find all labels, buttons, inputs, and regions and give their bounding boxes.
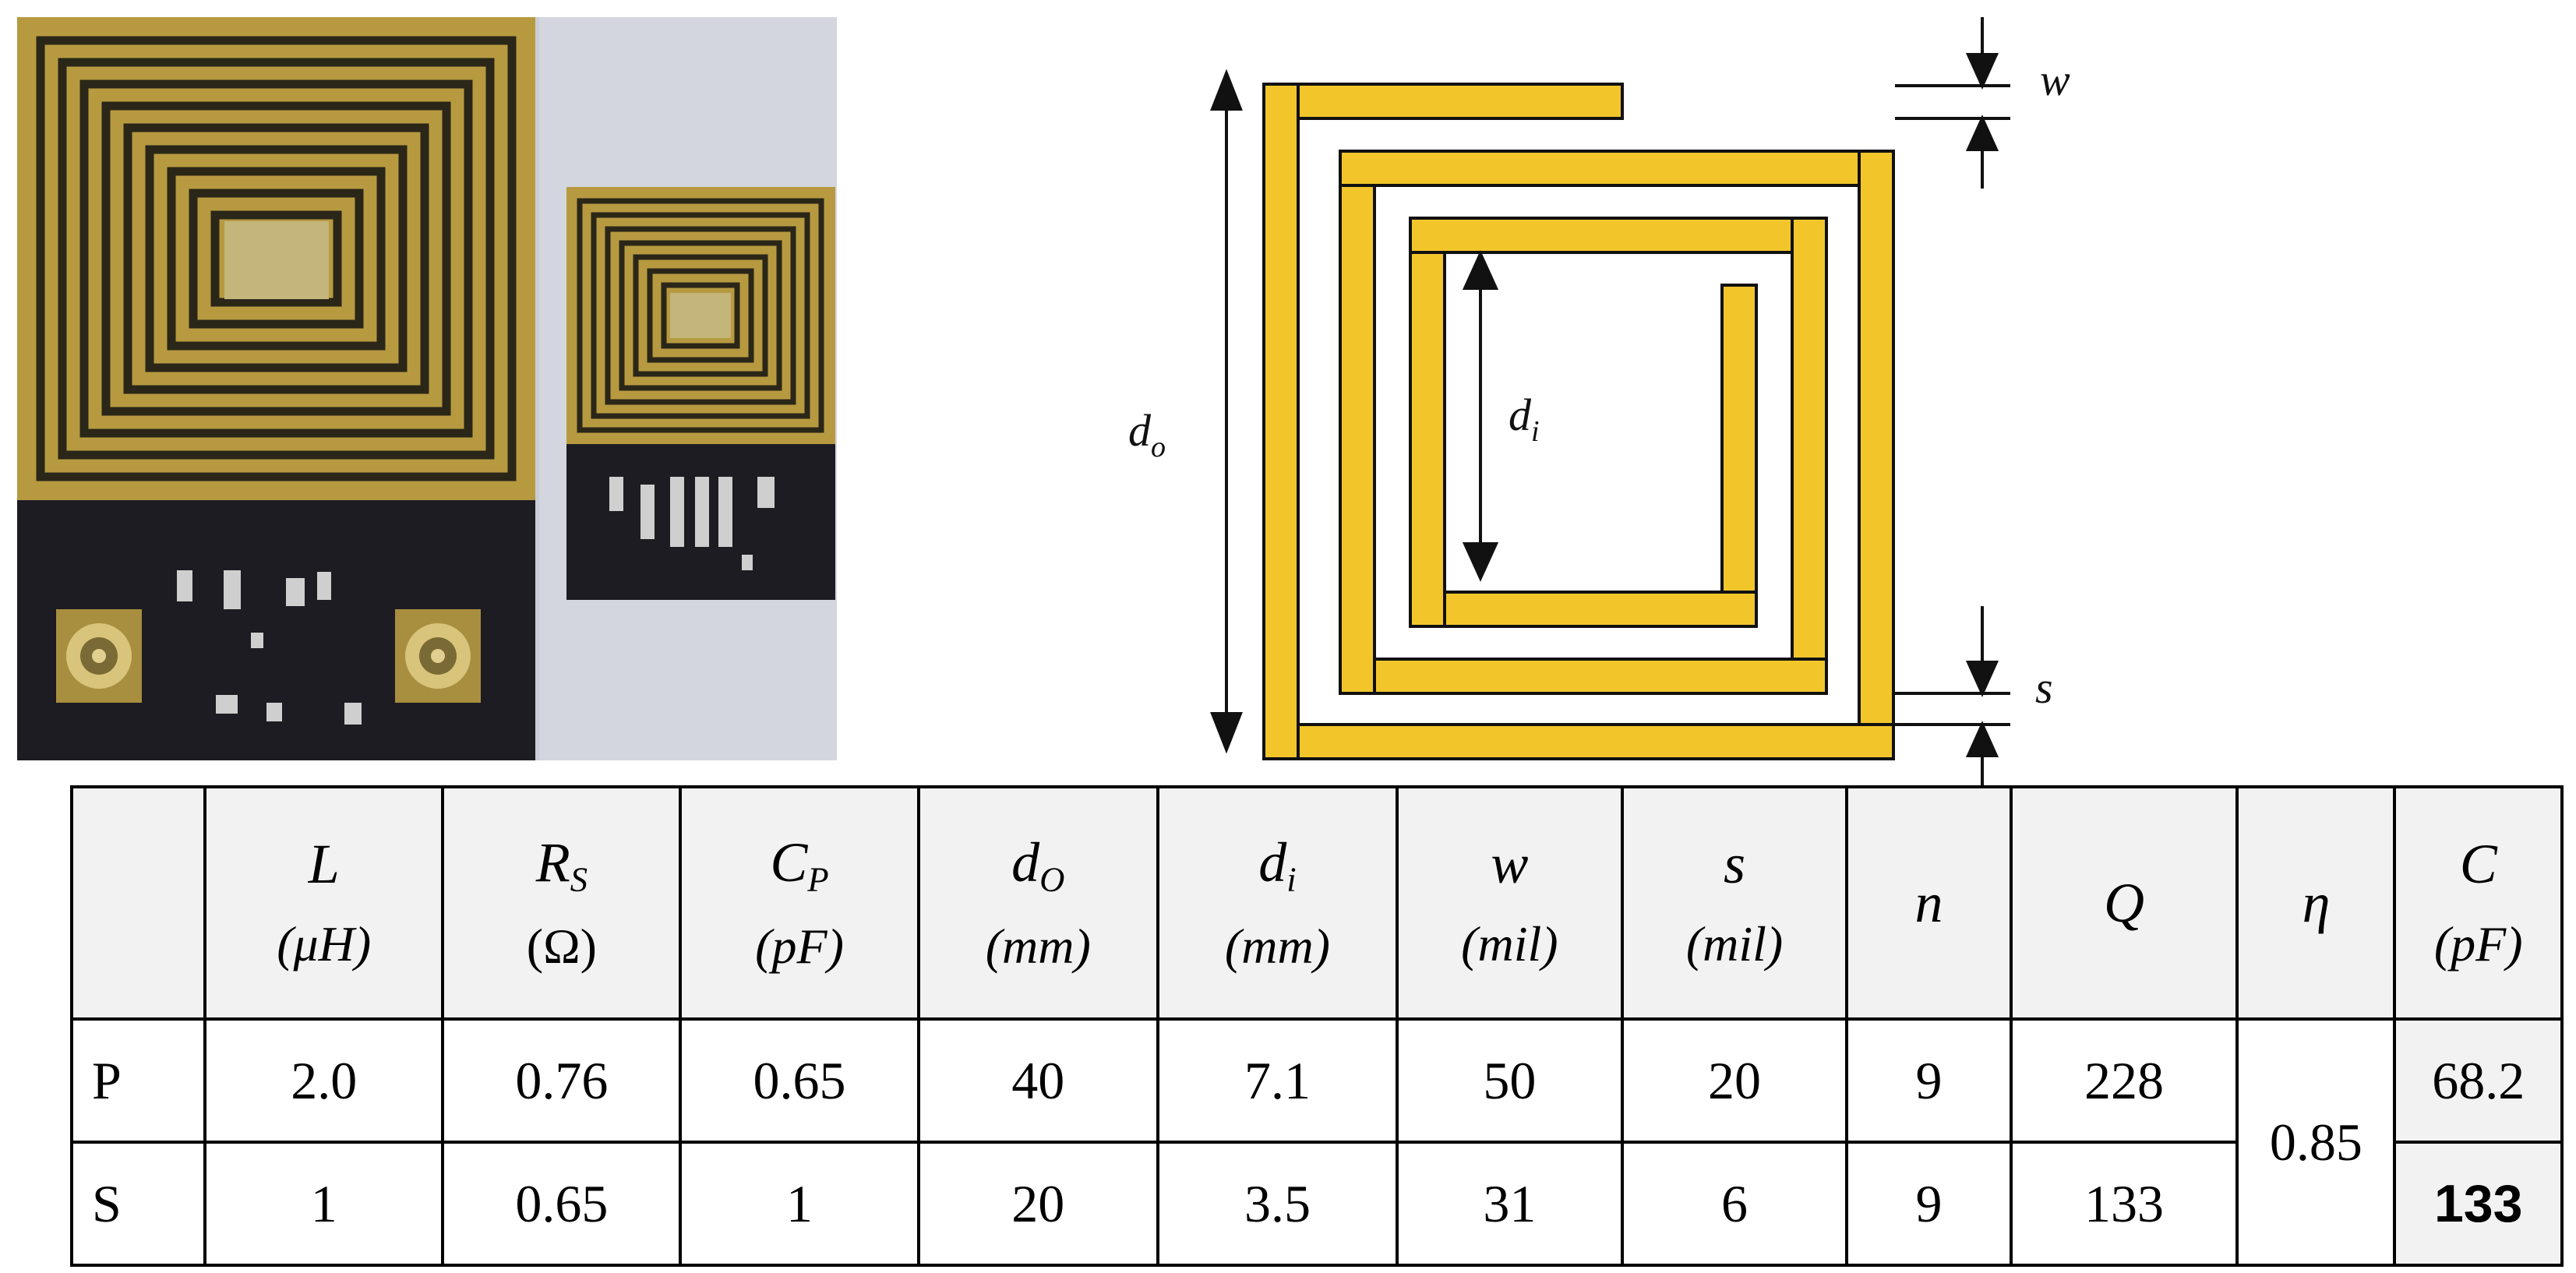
table-cell: 228 — [2009, 1017, 2239, 1144]
header-symbol: CP — [770, 830, 829, 899]
header-unit: (pF) — [2433, 916, 2523, 972]
header-unit: (mm) — [1224, 919, 1330, 975]
header-symbol: Q — [2104, 872, 2145, 934]
di-label: di — [1509, 390, 1540, 448]
table-cell: 0.65 — [441, 1141, 683, 1267]
header-cell: di (mm) — [1156, 785, 1399, 1021]
table-cell: 2.0 — [203, 1017, 445, 1144]
header-unit: (μH) — [277, 916, 372, 972]
do-label: do — [1128, 405, 1166, 464]
coil-parameter-table: L(μH)RS(Ω)CP(pF)dO(mm)di(mm)w(mil)s(mil)… — [69, 785, 2564, 1267]
header-subscript: S — [570, 859, 588, 899]
large-coil-spiral — [36, 36, 517, 481]
w-dimension — [1895, 17, 2010, 189]
large-board-components — [177, 570, 362, 725]
eta-cell: 0.85 — [2235, 1017, 2397, 1267]
header-subscript: i — [1286, 859, 1297, 899]
table-cell: 20 — [916, 1141, 1159, 1267]
table-cell: 9 — [1845, 1141, 2013, 1267]
header-unit: (mil) — [1461, 916, 1558, 972]
small-coil-center — [670, 293, 731, 338]
header-unit: (mil) — [1685, 916, 1784, 972]
table-cell: 20 — [1620, 1017, 1849, 1144]
di-dimension — [1462, 250, 1499, 582]
header-cell: CP (pF) — [679, 785, 920, 1021]
header-cell: RS (Ω) — [441, 785, 683, 1021]
capacitance-cell: 68.2 — [2393, 1017, 2564, 1144]
sma-connector-left — [56, 609, 142, 703]
header-cell: L (μH) — [203, 785, 445, 1021]
header-cell: n — [1845, 785, 2013, 1021]
table-cell: 133 — [2009, 1141, 2239, 1267]
row-label: S — [69, 1141, 207, 1267]
header-symbol: s — [1724, 833, 1746, 896]
header-symbol: di — [1258, 830, 1297, 899]
header-symbol: η — [2302, 872, 2331, 934]
header-symbol: w — [1491, 833, 1529, 896]
header-cell: C (pF) — [2393, 785, 2564, 1021]
header-symbol: L — [308, 833, 340, 896]
header-cell: η — [2235, 785, 2397, 1021]
s-dimension — [1895, 606, 2010, 788]
table-cell: 0.65 — [679, 1017, 920, 1144]
header-subscript: P — [807, 859, 829, 899]
table-cell: 40 — [916, 1017, 1159, 1144]
coil-photo — [17, 17, 837, 760]
table-cell: 1 — [679, 1141, 920, 1267]
header-unit: (pF) — [755, 919, 844, 975]
small-board-components — [609, 477, 775, 570]
large-coil-center — [224, 221, 329, 299]
capacitance-cell: 133 — [2393, 1141, 2564, 1267]
spiral-geometry-diagram: do di w s — [1128, 17, 2070, 788]
header-symbol: RS — [535, 830, 588, 899]
s-label: s — [2035, 662, 2053, 713]
small-coil-spiral — [577, 198, 824, 433]
table-cell: 1 — [203, 1141, 445, 1267]
w-label: w — [2040, 55, 2070, 105]
header-subscript: O — [1039, 859, 1065, 899]
row-label: P — [69, 1017, 207, 1144]
header-unit: (mm) — [985, 919, 1091, 975]
table-cell: 9 — [1845, 1017, 2013, 1144]
spiral-traces — [1262, 83, 1895, 760]
header-cell: Q — [2009, 785, 2239, 1021]
do-dimension — [1210, 69, 1243, 754]
header-symbol: dO — [1011, 830, 1065, 899]
table-cell: 31 — [1396, 1141, 1624, 1267]
table-header-row: L(μH)RS(Ω)CP(pF)dO(mm)di(mm)w(mil)s(mil)… — [69, 785, 2564, 1021]
header-cell: s (mil) — [1620, 785, 1849, 1021]
header-symbol: n — [1914, 872, 1943, 934]
table-cell: 6 — [1620, 1141, 1849, 1267]
table-cell: 7.1 — [1156, 1017, 1399, 1144]
header-unit: (Ω) — [526, 919, 597, 975]
sma-connector-right — [395, 609, 481, 703]
header-symbol: C — [2459, 833, 2497, 896]
header-cell — [69, 785, 207, 1021]
header-cell: w (mil) — [1396, 785, 1624, 1021]
table-cell: 50 — [1396, 1017, 1624, 1144]
header-cell: dO (mm) — [916, 785, 1159, 1021]
table-cell: 0.76 — [441, 1017, 683, 1144]
table-cell: 3.5 — [1156, 1141, 1399, 1267]
